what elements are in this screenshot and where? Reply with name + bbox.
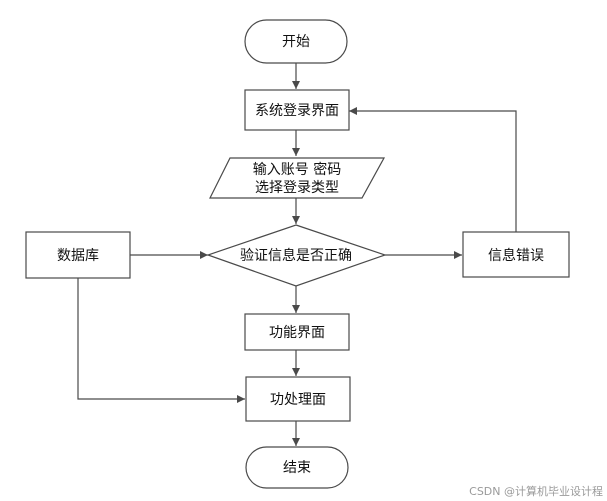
verify-label: 验证信息是否正确 [240,247,352,264]
edge-database-to-process [77,278,245,403]
function-page-node: 功能界面 [244,313,350,351]
login-page-label: 系统登录界面 [255,103,339,119]
login-page-node: 系统登录界面 [244,89,350,131]
process-page-label: 功处理面 [270,392,326,408]
function-page-label: 功能界面 [269,325,325,341]
end-node: 结束 [245,446,349,489]
input-label-line2: 选择登录类型 [255,180,339,196]
input-label-line1: 输入账号 密码 [253,161,341,178]
process-page-node: 功处理面 [245,376,351,422]
error-label: 信息错误 [488,247,544,264]
input-node: 输入账号 密码 选择登录类型 [209,157,386,199]
start-node: 开始 [244,19,348,64]
database-label: 数据库 [57,248,99,264]
database-node: 数据库 [25,231,131,279]
end-label: 结束 [283,460,311,476]
edge-error-to-login [349,107,517,232]
error-node: 信息错误 [462,231,570,278]
start-label: 开始 [282,34,310,50]
verify-decision-node: 验证信息是否正确 [206,224,387,287]
csdn-watermark: CSDN @计算机毕业设计程 [469,484,603,498]
